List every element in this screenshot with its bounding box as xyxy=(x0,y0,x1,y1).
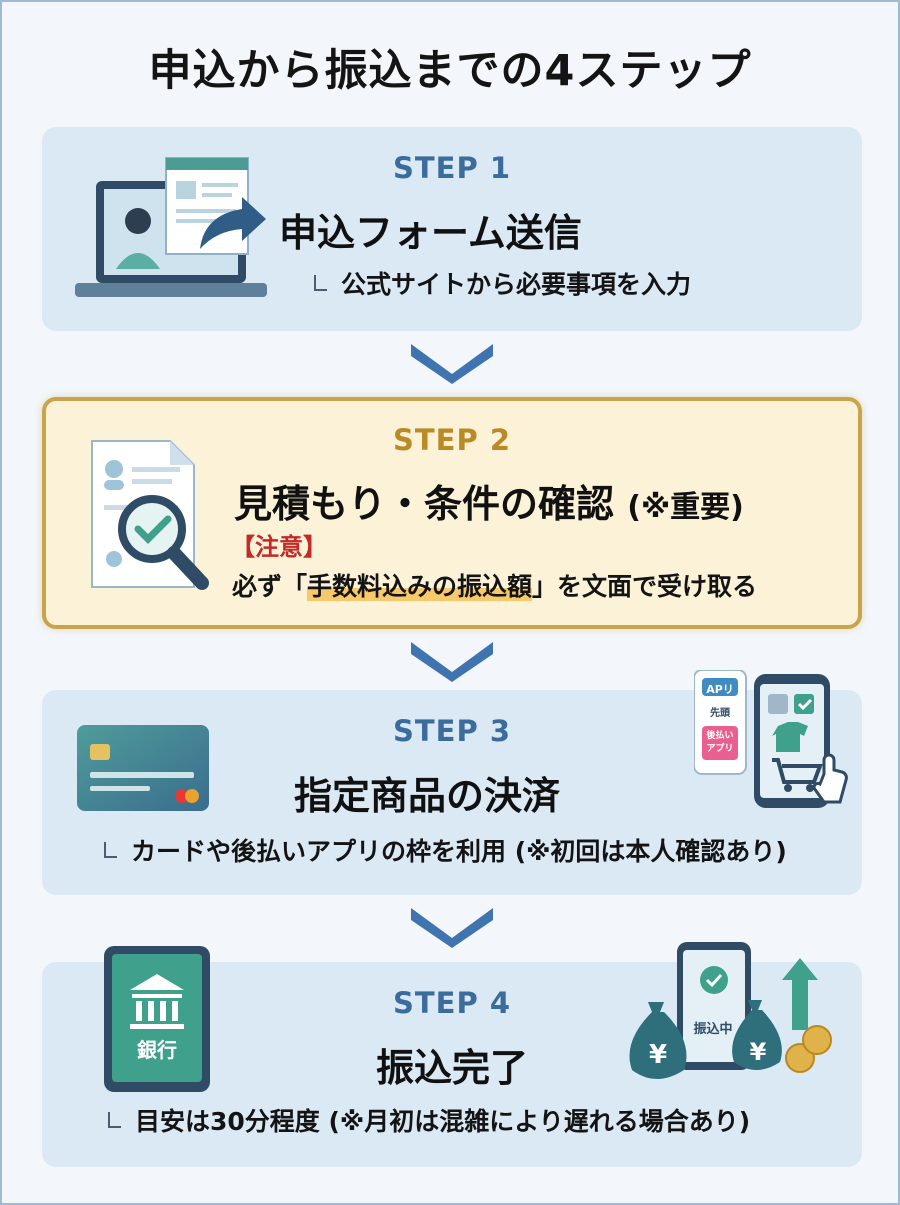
highlighted-phrase: 手数料込みの振込額 xyxy=(307,572,533,601)
corner-arrow-icon xyxy=(108,1112,121,1128)
step-4-heading: 振込完了 xyxy=(375,1046,528,1090)
step-4-note: 目安は30分程度 (※月初は混雑により遅れる場合あり) xyxy=(108,1102,750,1138)
chevron-down-icon xyxy=(411,642,493,682)
tag-bnpl: 後払い アプリ xyxy=(706,731,734,754)
credit-card-icon xyxy=(77,725,209,811)
step-4-label: STEP 4 xyxy=(392,986,511,1020)
chevron-down-icon xyxy=(411,908,493,948)
page-title: 申込から振込までの4ステップ xyxy=(148,46,752,96)
yen-sign: ¥ xyxy=(749,1038,767,1066)
laptop-user-icon xyxy=(75,157,267,297)
step-2-heading: 見積もり・条件の確認 (※重要) xyxy=(234,482,744,526)
corner-arrow-icon xyxy=(104,842,117,858)
status-label: 振込中 xyxy=(693,1022,733,1037)
step-1-label: STEP 1 xyxy=(392,151,511,185)
step-3-heading: 指定商品の決済 xyxy=(294,774,561,818)
step-2-note: 必ず「手数料込みの振込額」を文面で受け取る xyxy=(232,572,758,601)
step-3-label: STEP 3 xyxy=(392,714,511,748)
step-1-heading: 申込フォーム送信 xyxy=(279,211,582,255)
bank-label: 銀行 xyxy=(137,1038,177,1062)
tag-api: APリ xyxy=(706,683,734,696)
bank-tablet-icon xyxy=(104,946,210,1092)
step-2-card: STEP 2 見積もり・条件の確認 (※重要) 【注意】 必ず「手数料込みの振込… xyxy=(42,397,862,629)
document-search-icon xyxy=(91,440,209,590)
step-2-heading-sub: (※重要) xyxy=(627,490,744,525)
chevron-down-icon xyxy=(411,344,493,384)
step-1-note: 公式サイトから必要事項を入力 xyxy=(314,265,691,301)
step-3-card: APリ 先頭 後払い アプリ STEP 3 指定商品の決済 カードや後払いアプリ… xyxy=(42,670,862,895)
step-4-card: 銀行 振込中 ¥ ¥ STEP 4 振込完了 目安は30分程度 (※月初は混雑に… xyxy=(42,942,862,1167)
step-3-note: カードや後払いアプリの枠を利用 (※初回は本人確認あり) xyxy=(104,832,787,868)
tag-first: 先頭 xyxy=(710,708,730,719)
yen-sign: ¥ xyxy=(648,1040,668,1070)
smartphone-cart-icon xyxy=(694,670,848,808)
step-2-warning: 【注意】 xyxy=(231,533,327,561)
step-2-label: STEP 2 xyxy=(392,423,511,457)
money-bags-icon xyxy=(629,942,832,1079)
step-1-card: STEP 1 申込フォーム送信 公式サイトから必要事項を入力 xyxy=(42,127,862,331)
corner-arrow-icon xyxy=(314,275,327,291)
